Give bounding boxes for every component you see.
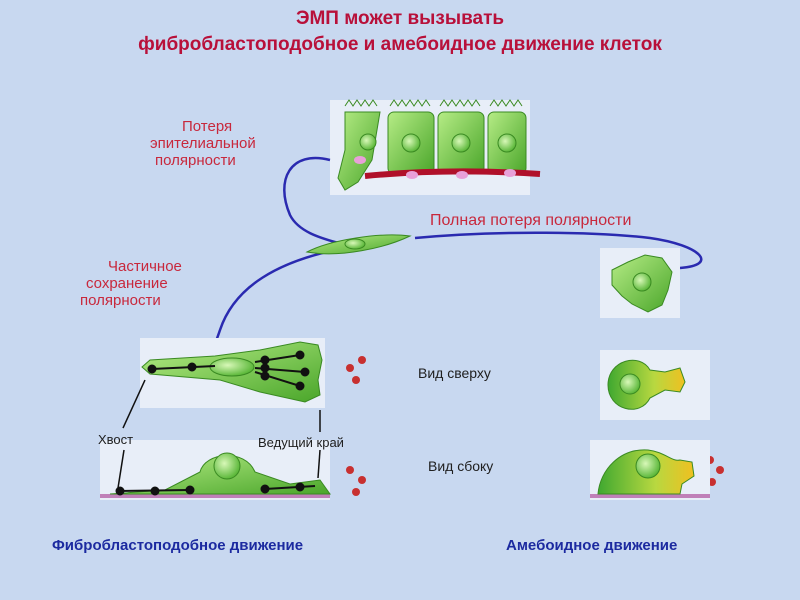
label-tail: Хвост — [98, 432, 134, 447]
fibroblast-side-view — [100, 440, 331, 500]
label-top-view: Вид сверху — [418, 365, 491, 381]
label-full-loss: Полная потеря полярности — [430, 212, 632, 229]
label-leading-edge: Ведущий край — [258, 435, 344, 450]
edge-pointer — [317, 449, 321, 479]
label-partial-1: Частичное — [108, 258, 182, 275]
label-side-view: Вид сбоку — [428, 458, 494, 474]
caption-fibroblast-movement: Фибробластоподобное движение — [52, 537, 304, 554]
epithelial-layer — [330, 99, 541, 195]
title-line-1: ЭМП может вызывать — [295, 8, 505, 29]
spindle-cell — [305, 234, 412, 255]
amoeboid-side-view — [590, 440, 710, 500]
label-partial-3: полярности — [80, 292, 161, 309]
label-polarity-loss-3: полярности — [155, 152, 236, 169]
title-line-2: фибробластоподобное и амебоидное движени… — [138, 34, 662, 55]
amoeboid-cell-isolated — [600, 248, 680, 318]
label-partial-2: сохранение — [86, 275, 168, 292]
label-polarity-loss-1: Потеря — [182, 118, 233, 135]
tail-pointer — [122, 379, 146, 429]
tail-pointer — [117, 449, 125, 489]
label-polarity-loss-2: эпителиальной — [150, 135, 256, 152]
fibroblast-top-view — [140, 338, 325, 408]
connector-line — [283, 156, 346, 247]
connector-line — [414, 231, 703, 270]
caption-amoeboid-movement: Амебоидное движение — [506, 537, 678, 554]
amoeboid-top-view — [600, 350, 710, 420]
